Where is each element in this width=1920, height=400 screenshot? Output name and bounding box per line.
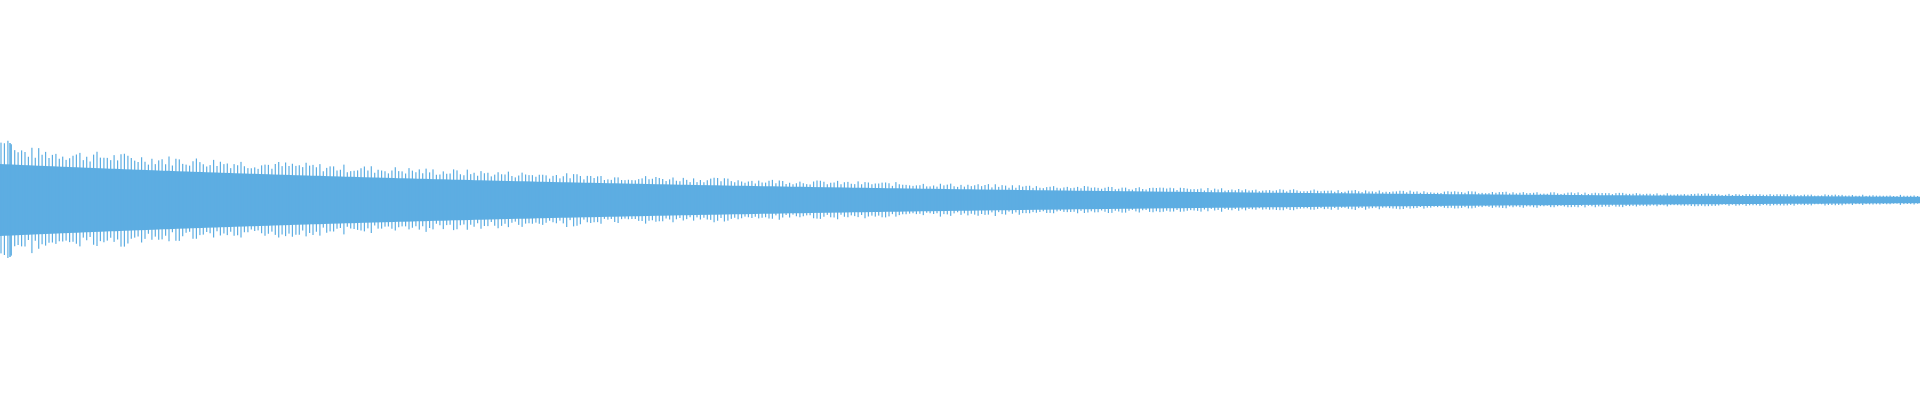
waveform-body <box>0 164 1920 236</box>
waveform-trace <box>0 140 1920 258</box>
waveform-oscillations <box>0 140 1919 258</box>
